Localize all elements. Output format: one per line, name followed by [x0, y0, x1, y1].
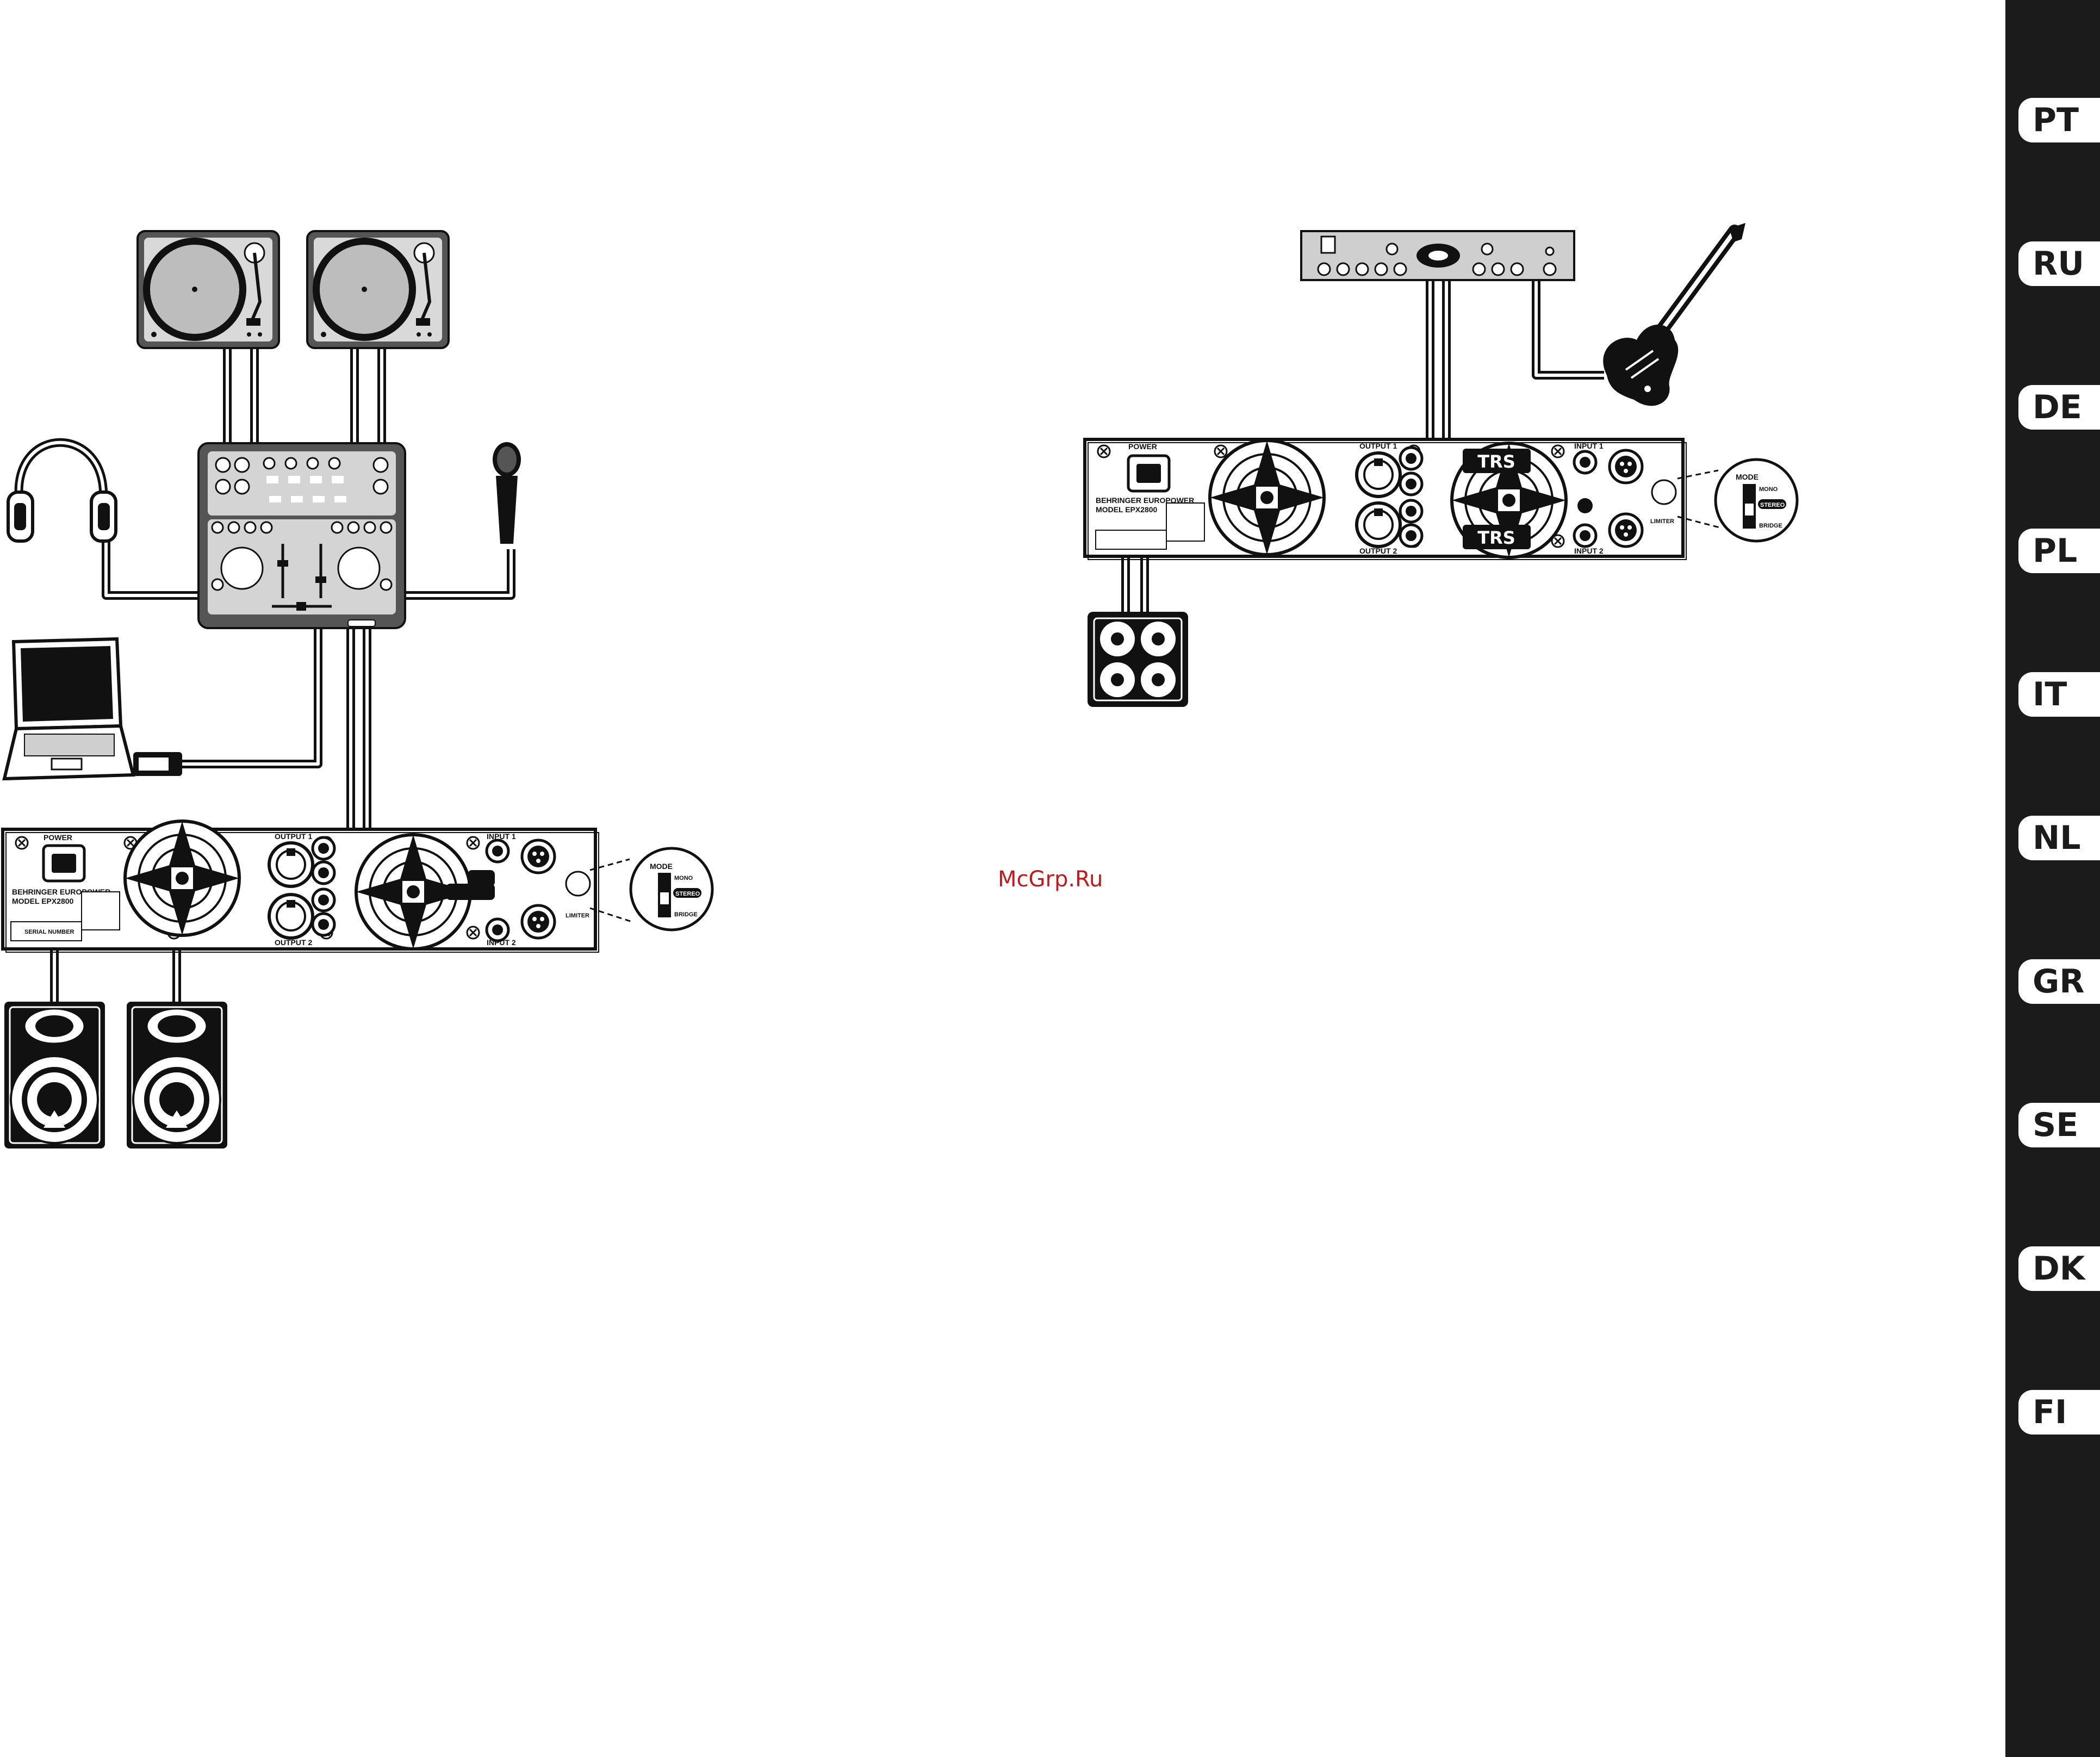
amp-left-limiter-label: LIMITER: [566, 912, 589, 919]
lang-tab-pt[interactable]: PT: [2018, 98, 2100, 142]
lang-tab-pl[interactable]: PL: [2018, 529, 2100, 573]
amp-right-model: MODEL EPX2800: [1096, 505, 1158, 514]
lang-tab-nl[interactable]: NL: [2018, 816, 2100, 860]
mode-right-mono: MONO: [1759, 486, 1778, 493]
amp-left-output1-label: OUTPUT 1: [275, 832, 312, 841]
mode-left-bridge: BRIDGE: [674, 911, 698, 918]
lang-tab-fi[interactable]: FI: [2018, 1390, 2100, 1435]
amp-right-output1-label: OUTPUT 1: [1359, 442, 1397, 450]
amp-left-output2-label: OUTPUT 2: [275, 938, 312, 947]
electric-guitar: [1603, 223, 1745, 406]
lang-tab-de[interactable]: DE: [2018, 385, 2100, 430]
amplifier-left: POWER BEHRINGER EUROPOWER MODEL EPX2800 …: [3, 821, 599, 952]
lang-tab-gr[interactable]: GR: [2018, 959, 2100, 1004]
guitar-cabinet: [1088, 612, 1188, 707]
mode-right-bridge: BRIDGE: [1759, 523, 1782, 529]
amp-left-input1-label: INPUT 1: [487, 832, 516, 841]
mode-left-title: MODE: [650, 862, 673, 871]
mode-right-stereo: STEREO: [1760, 502, 1785, 508]
microphone: [493, 442, 521, 544]
mode-left-mono: MONO: [674, 875, 693, 881]
amp-left-model: MODEL EPX2800: [12, 897, 74, 905]
watermark: McGrp.Ru: [998, 867, 1103, 892]
amp-right-input1-label: INPUT 1: [1574, 442, 1604, 450]
trs-plug-top: TRS: [1463, 449, 1531, 473]
mode-right-title: MODE: [1736, 473, 1759, 481]
mode-switch-left: MODE MONO STEREO BRIDGE: [590, 848, 712, 930]
amp-left-power-label: POWER: [44, 833, 72, 842]
dj-mixer: [198, 443, 405, 628]
mode-left-stereo: STEREO: [675, 891, 700, 897]
amp-right-input2-label: INPUT 2: [1574, 547, 1604, 555]
mode-switch-right: MODE MONO STEREO BRIDGE: [1677, 460, 1797, 541]
turntable-right: [307, 231, 449, 348]
speaker-left: [4, 1002, 105, 1148]
lang-tab-ru[interactable]: RU: [2018, 241, 2100, 286]
lang-tab-dk[interactable]: DK: [2018, 1246, 2100, 1291]
amplifier-right: POWER BEHRINGER EUROPOWER MODEL EPX2800 …: [1085, 439, 1686, 560]
turntable-left: [138, 231, 279, 348]
amp-right-limiter-label: LIMITER: [1650, 518, 1674, 525]
lang-tab-it[interactable]: IT: [2018, 672, 2100, 717]
amp-right-output2-label: OUTPUT 2: [1359, 547, 1397, 555]
headphones: [8, 443, 116, 541]
trs-top-label: TRS: [1477, 451, 1515, 472]
trs-plug-bottom: TRS: [1463, 525, 1531, 549]
amp-left-serial: SERIAL NUMBER: [24, 929, 74, 935]
language-sidebar: PT RU DE PL IT NL GR SE DK FI: [2005, 0, 2100, 1757]
rack-processor: [1301, 231, 1574, 280]
lang-tab-se[interactable]: SE: [2018, 1103, 2100, 1147]
amp-left-input2-label: INPUT 2: [487, 938, 516, 947]
amp-right-power-label: POWER: [1128, 442, 1157, 451]
laptop: [4, 639, 182, 779]
trs-bottom-label: TRS: [1477, 527, 1515, 548]
speaker-right: [127, 1002, 227, 1148]
